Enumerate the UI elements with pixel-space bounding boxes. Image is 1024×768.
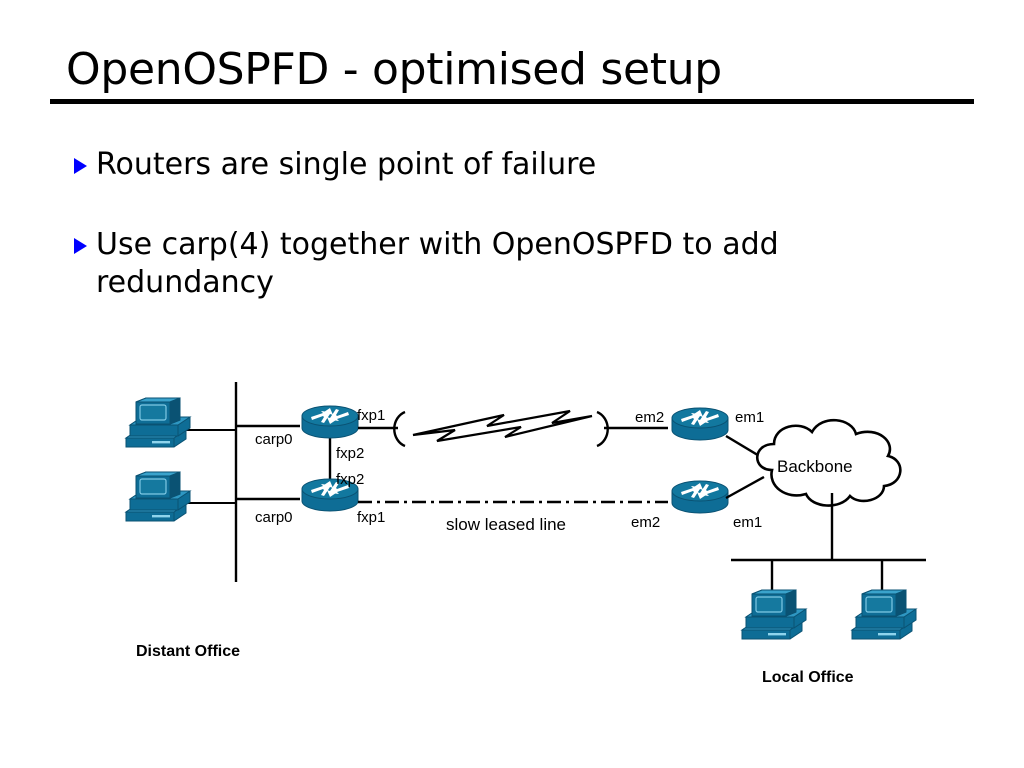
interface-label-carp0-1: carp0 [255, 431, 293, 448]
interface-label-fxp2-1: fxp2 [336, 445, 364, 462]
network-diagram: carp0 fxp1 fxp2 fxp2 carp0 fxp1 slow lea… [0, 360, 1024, 720]
bullet-text: Use carp(4) together with OpenOSPFD to a… [96, 227, 779, 300]
cloud-label: Backbone [777, 457, 853, 476]
list-item: Routers are single point of failure [74, 146, 954, 184]
interface-label-fxp1-2: fxp1 [357, 509, 385, 526]
site-label-distant-office: Distant Office [136, 643, 240, 660]
interface-label-carp0-2: carp0 [255, 509, 293, 526]
workstation-icon [741, 589, 807, 640]
workstation-icon [851, 589, 917, 640]
interface-label-fxp1-1: fxp1 [357, 407, 385, 424]
interface-label-em2-1: em2 [635, 409, 664, 426]
wan-link-label: slow leased line [446, 515, 566, 534]
triangle-right-icon [74, 238, 87, 254]
interface-label-em1-1: em1 [735, 409, 764, 426]
interface-label-fxp2-2: fxp2 [336, 471, 364, 488]
router-icon [671, 480, 729, 514]
link-router-local2-cloud [725, 475, 765, 500]
bullet-list: Routers are single point of failure Use … [74, 146, 954, 344]
interface-label-em2-2: em2 [631, 514, 660, 531]
router-icon [671, 407, 729, 441]
page-title: OpenOSPFD - optimised setup [66, 44, 722, 95]
workstation-icon [125, 471, 191, 522]
list-item: Use carp(4) together with OpenOSPFD to a… [74, 226, 954, 302]
router-icon [301, 405, 359, 439]
title-divider [50, 99, 974, 104]
triangle-right-icon [74, 158, 87, 174]
lightning-bolt-icon [412, 409, 593, 443]
workstation-icon [125, 397, 191, 448]
wan-arc-left [393, 410, 406, 448]
interface-label-em1-2: em1 [733, 514, 762, 531]
site-label-local-office: Local Office [762, 669, 854, 686]
bullet-text: Routers are single point of failure [96, 147, 597, 182]
cloud-icon [756, 418, 902, 507]
